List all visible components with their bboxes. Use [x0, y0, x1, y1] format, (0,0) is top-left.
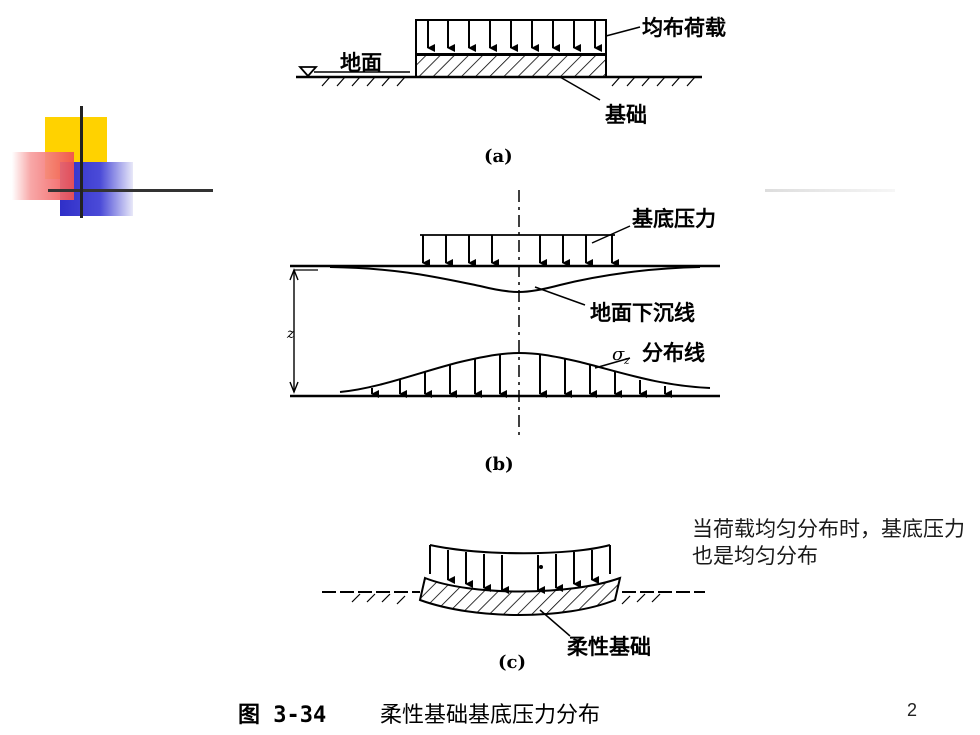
foundation-block — [415, 54, 607, 78]
curved-load-arrows — [447, 550, 599, 594]
caption-b: (b) — [484, 454, 514, 475]
foundation-label: 基础 — [605, 103, 647, 127]
figure-title: 柔性基础基底压力分布 — [380, 703, 600, 728]
depth-label: z — [286, 326, 295, 342]
ground-hatch-c — [351, 593, 661, 605]
curved-load — [429, 544, 611, 555]
settlement-curve — [329, 266, 701, 294]
stress-curve — [339, 351, 711, 393]
stress-label: 分布线 — [642, 341, 705, 365]
load-arrows — [427, 20, 602, 52]
caption-c: (c) — [498, 652, 526, 673]
flexible-foundation-label: 柔性基础 — [567, 635, 651, 659]
sigma-symbol: σ — [612, 344, 625, 365]
panel-c: 柔性基础 (c) — [322, 544, 705, 673]
ground-symbol-icon — [297, 66, 319, 78]
deco-red-square — [12, 152, 74, 200]
pressure-label: 基底压力 — [632, 207, 716, 231]
deco-vertical-line — [80, 106, 83, 218]
stress-arrows — [371, 355, 672, 398]
figure-number: 图 3-34 — [238, 703, 326, 728]
side-note: 当荷载均匀分布时，基底压力也是均匀分布 — [692, 517, 965, 568]
ground-label: 地面 — [340, 51, 382, 75]
panel-b: 基底压力 地面下沉线 z — [286, 190, 720, 475]
load-label: 均布荷载 — [642, 16, 726, 40]
panel-a: 均布荷载 地面 基础 (a) — [296, 16, 726, 167]
pressure-arrows — [422, 235, 619, 267]
deco-horizontal-line — [48, 189, 213, 192]
settlement-label: 地面下沉线 — [590, 301, 695, 325]
sigma-subscript: z — [623, 354, 630, 367]
page-number: 2 — [907, 700, 918, 720]
ground-hatch — [321, 76, 696, 87]
flexible-foundation — [418, 576, 622, 616]
deco-right-line — [765, 189, 895, 192]
caption-a: (a) — [484, 146, 513, 167]
